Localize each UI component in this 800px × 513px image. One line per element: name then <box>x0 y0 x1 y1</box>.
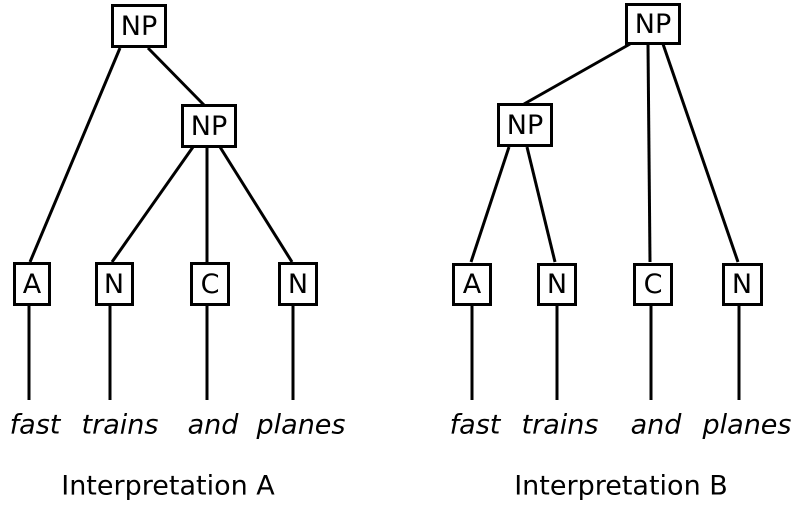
tree-edge-line <box>146 46 206 107</box>
node-label: A <box>22 268 42 300</box>
node-label: NP <box>120 10 158 42</box>
tree-node-np: NP <box>181 104 237 148</box>
tree-node-np: NP <box>625 3 681 45</box>
tree-node-c: C <box>633 262 673 306</box>
tree-node-n: N <box>537 262 577 306</box>
leaf-word: trains <box>81 409 159 441</box>
leaf-word: and <box>187 409 239 441</box>
tree-edge-line <box>110 146 195 263</box>
node-label: N <box>287 268 309 300</box>
tree-edge-line <box>646 43 652 263</box>
leaf-word: trains <box>521 409 599 441</box>
tree-edge-line <box>28 47 122 263</box>
tree-node-c: C <box>190 262 230 306</box>
node-label: N <box>546 268 568 300</box>
node-label: NP <box>506 109 544 141</box>
tree-edge-line <box>469 146 511 263</box>
tree-node-np: NP <box>497 103 553 147</box>
tree-edge-line <box>525 146 557 263</box>
leaf-word: fast <box>449 409 501 441</box>
tree-node-np: NP <box>111 4 167 48</box>
tree-node-a: A <box>452 262 492 306</box>
leaf-word: planes <box>702 409 792 441</box>
node-label: NP <box>190 110 228 142</box>
leaf-word: planes <box>256 409 346 441</box>
node-label: A <box>462 268 482 300</box>
tree-node-n: N <box>94 262 134 306</box>
node-label: C <box>200 268 220 300</box>
node-label: NP <box>634 8 672 40</box>
node-label: N <box>731 268 753 300</box>
tree-node-a: A <box>13 262 51 306</box>
node-label: C <box>643 268 663 300</box>
tree-caption: Interpretation A <box>61 470 275 502</box>
node-label: N <box>103 268 125 300</box>
leaf-word: and <box>630 409 682 441</box>
tree-node-n: N <box>721 262 763 306</box>
tree-node-n: N <box>278 262 318 306</box>
tree-edge-line <box>218 146 294 263</box>
tree-edge-line <box>523 42 631 106</box>
leaf-word: fast <box>9 409 61 441</box>
tree-caption: Interpretation B <box>514 470 728 502</box>
tree-edge-line <box>661 43 740 263</box>
